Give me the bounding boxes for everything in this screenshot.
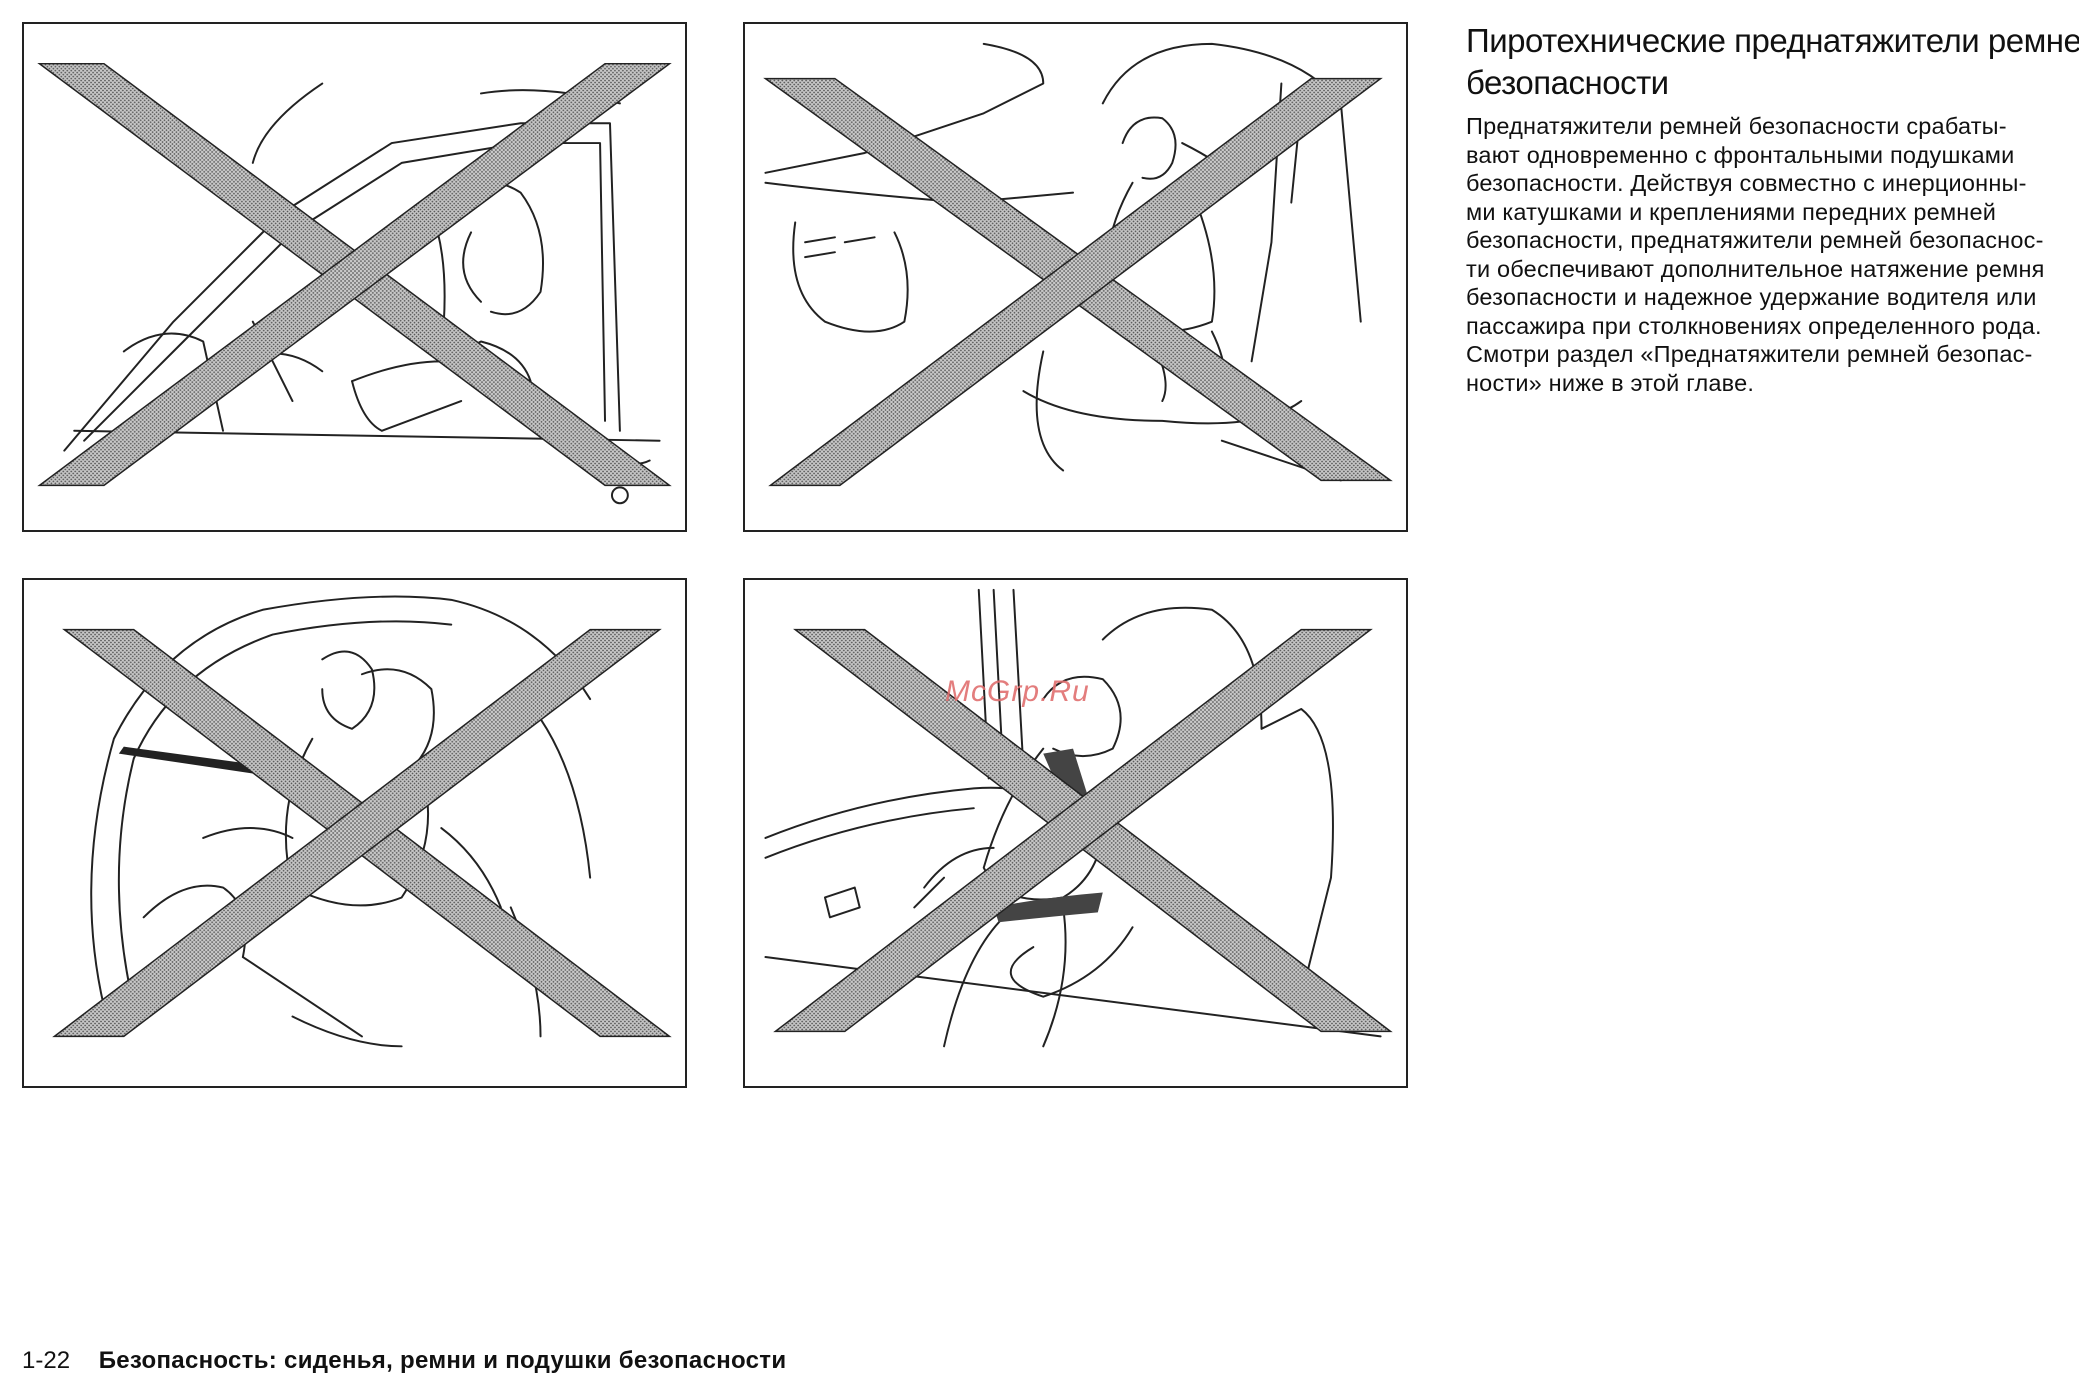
section-body: Преднатяжители ремней безопасности сраба… bbox=[1466, 112, 2066, 397]
heading-line-1: Пиротехнические преднатяжители ремней bbox=[1466, 22, 2079, 59]
prohibited-child-on-lap-icon bbox=[763, 42, 1393, 487]
page-number: 1-22 bbox=[22, 1347, 71, 1374]
body-line: безопасности. Действуя совместно с инерц… bbox=[1466, 170, 2027, 196]
prohibited-rear-passenger-icon bbox=[52, 595, 672, 1048]
body-line: пассажира при столкновениях определенног… bbox=[1466, 312, 2042, 339]
section-heading: Пиротехнические преднатяжители ремней бе… bbox=[1466, 20, 2079, 104]
page-footer: 1-22 Безопасность: сиденья, ремни и поду… bbox=[22, 1347, 786, 1375]
prohibited-lean-on-door-icon bbox=[37, 62, 672, 505]
heading-line-2: безопасности bbox=[1466, 64, 1669, 101]
prohibited-child-belt-icon bbox=[764, 588, 1393, 1048]
body-line: безопасности, преднатяжители ремней безо… bbox=[1466, 227, 2044, 253]
body-line: ти обеспечивают дополнительное натяжение… bbox=[1466, 255, 2045, 282]
watermark: McGrp.Ru bbox=[945, 675, 1090, 708]
pretensioner-section: Пиротехнические преднатяжители ремней бе… bbox=[1466, 20, 2079, 397]
figure-child-on-lap bbox=[743, 22, 1408, 532]
body-line: ности» ниже в этой главе. bbox=[1466, 369, 1755, 396]
body-line: вают одновременно с фронтальными подушка… bbox=[1466, 141, 2015, 168]
body-line: ми катушками и креплениями передних ремн… bbox=[1466, 198, 1997, 225]
body-line: безопасности и надежное удержание водите… bbox=[1466, 284, 2037, 310]
figure-child-belt bbox=[743, 578, 1408, 1088]
figure-lean-on-door bbox=[22, 22, 687, 532]
body-line: Смотри раздел «Преднатяжители ремней без… bbox=[1466, 341, 2033, 367]
body-line: Преднатяжители ремней безопасности сраба… bbox=[1466, 113, 2007, 139]
figure-rear-passenger bbox=[22, 578, 687, 1088]
chapter-title: Безопасность: сиденья, ремни и подушки б… bbox=[98, 1347, 787, 1374]
